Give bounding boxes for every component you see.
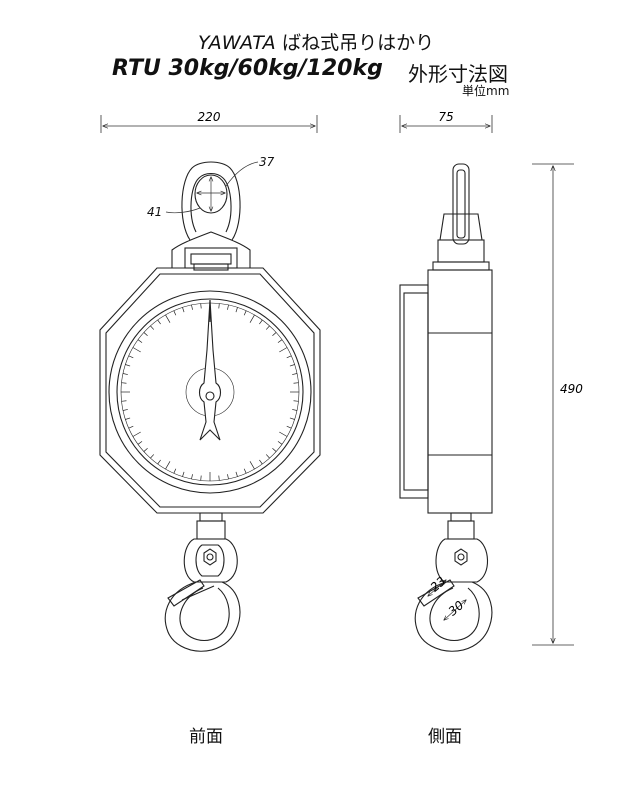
dial-tick (200, 475, 202, 481)
dial-tick (218, 303, 220, 309)
hook-dimensions (428, 580, 466, 620)
dial-tick (165, 461, 171, 470)
dial-tick (259, 459, 263, 465)
dial-tick (137, 441, 143, 445)
dimension-height (532, 163, 574, 646)
dial-tick (200, 303, 202, 309)
front-top-ring (171, 161, 251, 271)
dial-tick (292, 373, 298, 375)
side-view-label: 側面 (428, 727, 462, 747)
dimension-depth-side (399, 115, 493, 133)
dial-tick (137, 339, 143, 343)
dial-tick (289, 417, 295, 420)
dial-tick (265, 454, 270, 459)
dial-tick (122, 373, 128, 375)
unit-label: 単位mm (462, 84, 510, 98)
dial-tick (272, 447, 277, 452)
dial-tick (235, 307, 238, 313)
dial-tick (122, 409, 128, 411)
dial-tick (121, 400, 127, 402)
model-name: RTU 30kg/60kg/120kg (112, 56, 383, 81)
dial-tick (243, 468, 247, 474)
dial-tick (286, 425, 292, 429)
dial-tick (289, 364, 295, 367)
dial-tick (150, 325, 155, 330)
dial-tick (128, 425, 134, 429)
dial-tick (227, 304, 229, 310)
product-type: ばね式吊りはかり (282, 32, 435, 54)
dial-tick (165, 314, 171, 323)
dial-tick (218, 475, 220, 481)
side-hook (414, 512, 493, 652)
dial-tick (173, 468, 177, 474)
dial-tick (235, 471, 238, 477)
dial-tick (182, 471, 185, 477)
dial-tick (191, 304, 193, 310)
dial-tick (265, 325, 270, 330)
dial-tick (125, 364, 131, 367)
front-view: 37 41 (99, 155, 321, 652)
brand-name: YAWATA (198, 32, 277, 54)
dial-tick (143, 332, 148, 337)
front-dial (108, 290, 312, 494)
dim-label-41: 41 (147, 205, 162, 219)
dial-tick (121, 382, 127, 384)
dial-tick (157, 319, 161, 325)
dial-tick (157, 459, 161, 465)
dial-tick (143, 447, 148, 452)
dial-tick (249, 314, 255, 323)
dial-tick (132, 431, 141, 437)
dial-tick (292, 409, 298, 411)
front-hook (164, 512, 241, 652)
dial-tick (182, 307, 185, 313)
dial-tick (132, 347, 141, 353)
dial-tick (279, 431, 288, 437)
dial-tick (173, 310, 177, 316)
dial-tick (277, 339, 283, 343)
ring-dimensions (165, 161, 259, 214)
dial-tick (243, 310, 247, 316)
front-housing (99, 267, 321, 514)
dial-tick (128, 355, 134, 359)
dial-tick (227, 474, 229, 480)
dial-tick (249, 461, 255, 470)
side-housing (399, 269, 493, 514)
dim-label-75: 75 (438, 110, 453, 124)
dial-tick (293, 400, 299, 402)
dim-label-37: 37 (259, 155, 275, 169)
dial-tick (277, 441, 283, 445)
dim-label-220: 220 (198, 110, 221, 124)
side-view (399, 163, 493, 652)
dial-tick (286, 355, 292, 359)
dial-tick (272, 332, 277, 337)
dial-tick (293, 382, 299, 384)
title-line-brand: YAWATA ばね式吊りはかり (198, 28, 434, 55)
dim-label-490: 490 (560, 382, 583, 396)
dial-tick (150, 454, 155, 459)
front-view-label: 前面 (189, 727, 223, 747)
dial-tick (191, 474, 193, 480)
side-top-ring (432, 163, 490, 271)
dial-tick (125, 417, 131, 420)
dial-tick (259, 319, 263, 325)
drawing-title: 外形寸法図 (408, 62, 508, 86)
dial-tick (279, 347, 288, 353)
dimension-width-front (100, 115, 318, 133)
